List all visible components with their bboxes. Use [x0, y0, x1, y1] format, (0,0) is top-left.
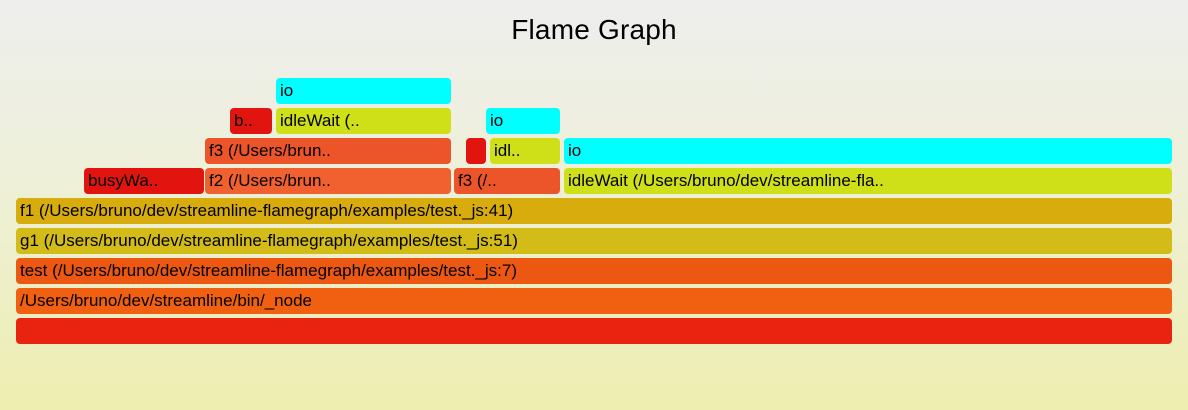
flame-frame-label: idleWait (.. [280, 111, 360, 130]
flame-frame[interactable]: f3 (/.. [454, 168, 560, 194]
flame-frame-label: f3 (/.. [458, 171, 497, 190]
flame-frame[interactable]: f3 (/Users/brun.. [205, 138, 451, 164]
page-title: Flame Graph [511, 14, 677, 45]
flame-frame[interactable]: idleWait (/Users/bruno/dev/streamline-fl… [564, 168, 1172, 194]
flame-frame[interactable]: test (/Users/bruno/dev/streamline-flameg… [16, 258, 1172, 284]
flame-frame-label: busyWa.. [88, 171, 159, 190]
flame-frame-label: io [568, 141, 582, 160]
flame-frame[interactable]: /Users/bruno/dev/streamline/bin/_node [16, 288, 1172, 314]
flame-frame-label: f2 (/Users/brun.. [209, 171, 331, 190]
flame-frame[interactable]: f2 (/Users/brun.. [205, 168, 451, 194]
flame-frame[interactable]: idl.. [490, 138, 560, 164]
flame-frame-label: /Users/bruno/dev/streamline/bin/_node [20, 291, 312, 310]
flame-frame-label: io [490, 111, 504, 130]
flame-frame-label: b.. [234, 111, 253, 130]
flame-frame[interactable] [16, 318, 1172, 344]
flame-frame[interactable]: io [564, 138, 1172, 164]
flame-frame-label: f1 (/Users/bruno/dev/streamline-flamegra… [20, 201, 514, 220]
flame-frame-label: f3 (/Users/brun.. [209, 141, 331, 160]
flame-frame[interactable]: idleWait (.. [276, 108, 451, 134]
flame-frame[interactable] [466, 138, 486, 164]
flame-frame[interactable]: io [276, 78, 451, 104]
flame-frame[interactable]: f1 (/Users/bruno/dev/streamline-flamegra… [16, 198, 1172, 224]
flame-frame-label: io [280, 81, 294, 100]
flame-frame-label: g1 (/Users/bruno/dev/streamline-flamegra… [20, 231, 518, 250]
flame-frame[interactable]: g1 (/Users/bruno/dev/streamline-flamegra… [16, 228, 1172, 254]
flame-frame[interactable]: io [486, 108, 560, 134]
flame-frame[interactable]: b.. [230, 108, 272, 134]
flame-frame-label: idleWait (/Users/bruno/dev/streamline-fl… [568, 171, 884, 190]
flame-frame-label: test (/Users/bruno/dev/streamline-flameg… [20, 261, 517, 280]
flame-frame[interactable]: busyWa.. [84, 168, 204, 194]
flame-frame-label: idl.. [494, 141, 521, 160]
